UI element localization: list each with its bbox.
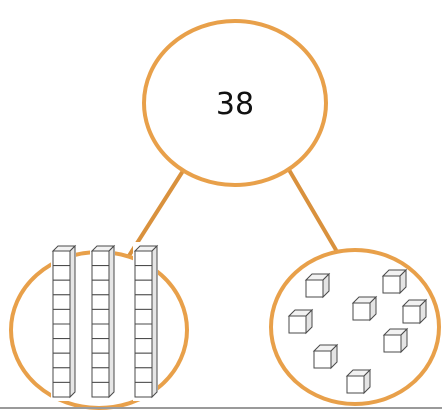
rod-unit-cube [52, 338, 71, 354]
unit-cube [401, 298, 428, 325]
connector-right [283, 161, 338, 252]
rod-unit-cube [134, 352, 153, 369]
rod-unit-cube [91, 381, 110, 398]
ones-part-circle [269, 248, 441, 406]
rod-unit-cube [134, 381, 153, 398]
whole-circle-outline [142, 19, 328, 187]
rod-unit-cube [52, 294, 71, 310]
rod-unit-cube [134, 323, 153, 340]
rod-unit-cube [134, 294, 153, 310]
rod-unit-cube [52, 323, 71, 340]
rod-unit-cube [91, 294, 110, 310]
unit-cube [382, 327, 409, 354]
rod-unit-cube [52, 352, 71, 369]
rod-unit-cube [134, 367, 153, 383]
rod-unit-cube [91, 279, 110, 296]
whole-value: 38 [216, 87, 254, 122]
rod-unit-cube [134, 338, 153, 354]
rod-unit-cube [52, 265, 71, 281]
unit-cube [381, 268, 408, 295]
rod-unit-cube [134, 265, 153, 281]
ten-rod [90, 242, 116, 401]
rod-unit-cube [52, 250, 71, 267]
rod-unit-cube [91, 265, 110, 281]
tens-rods [51, 242, 159, 401]
ones-cubes [287, 268, 428, 395]
unit-cube [304, 272, 331, 299]
unit-cube [287, 308, 314, 335]
rod-unit-cube [52, 279, 71, 296]
ten-rod [133, 242, 159, 401]
rod-unit-cube [52, 308, 71, 325]
rod-unit-cube [52, 381, 71, 398]
rod-unit-cube [91, 250, 110, 267]
unit-cube [351, 295, 378, 322]
unit-cube [345, 368, 372, 395]
whole-circle: 38 [142, 19, 328, 187]
ten-rod [51, 242, 77, 401]
tens-part-circle [9, 242, 189, 410]
rod-unit-cube [91, 308, 110, 325]
rod-unit-cube [91, 352, 110, 369]
rod-unit-cube [134, 308, 153, 325]
rod-unit-cube [91, 338, 110, 354]
rod-unit-cube [91, 323, 110, 340]
rod-unit-cube [52, 367, 71, 383]
unit-cube [312, 343, 339, 370]
rod-unit-cube [91, 367, 110, 383]
rod-unit-cube [134, 250, 153, 267]
rod-unit-cube [134, 279, 153, 296]
